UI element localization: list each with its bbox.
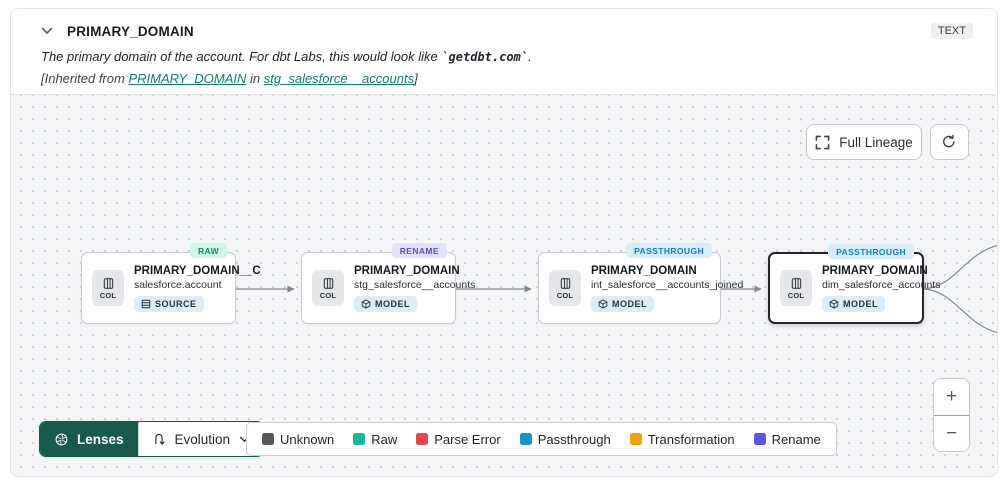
- zoom-controls: + −: [933, 378, 970, 452]
- legend-swatch: [416, 433, 429, 445]
- column-icon: [323, 277, 333, 289]
- node-lens-tag: RENAME: [391, 243, 447, 259]
- lenses-label: Lenses: [77, 431, 124, 447]
- node-type-badge: SOURCE: [134, 295, 204, 312]
- description-code: `getdbt.com`: [441, 50, 529, 64]
- refresh-icon: [943, 134, 955, 147]
- lens-legend: Unknown Raw Parse Error Passthrough Tran…: [246, 422, 837, 456]
- column-chip: COL: [92, 270, 124, 306]
- legend-label: Raw: [371, 431, 398, 447]
- column-icon: [791, 277, 801, 289]
- lineage-node-int-salesforce-accounts-joined[interactable]: PASSTHROUGH COL PRIMARY_DOMAIN int_sales…: [538, 243, 744, 324]
- inherited-suffix: ]: [414, 71, 418, 86]
- lenses-control: Lenses Evolution: [39, 421, 265, 457]
- expand-brackets-icon: [815, 135, 830, 149]
- full-lineage-button[interactable]: Full Lineage: [806, 124, 922, 160]
- evolution-icon: [154, 433, 165, 445]
- model-icon: [598, 298, 608, 309]
- node-column-name: PRIMARY_DOMAIN: [591, 264, 697, 277]
- legend-swatch: [753, 433, 766, 445]
- node-model-name: salesforce.account: [134, 278, 222, 291]
- node-type-label: MODEL: [843, 298, 878, 309]
- node-type-badge: MODEL: [822, 295, 885, 312]
- legend-item: Unknown: [262, 432, 334, 447]
- inherited-mid: in: [246, 71, 264, 86]
- node-type-badge: MODEL: [354, 295, 417, 312]
- inherited-prefix: [Inherited from: [41, 71, 129, 86]
- node-type-label: MODEL: [612, 298, 647, 309]
- legend-swatch: [262, 433, 274, 445]
- column-details-header: PRIMARY_DOMAIN TEXT The primary domain o…: [11, 9, 997, 94]
- inherited-note: [Inherited from PRIMARY_DOMAIN in stg_sa…: [41, 71, 973, 86]
- inherited-model-link[interactable]: stg_salesforce__accounts: [263, 71, 415, 86]
- legend-item: Transformation: [629, 431, 735, 447]
- lens-select-dropdown[interactable]: Evolution: [137, 422, 264, 456]
- node-model-name: int_salesforce__accounts_joined: [591, 278, 744, 291]
- legend-item: Parse Error: [416, 431, 501, 447]
- legend-swatch: [519, 433, 532, 445]
- node-column-name: PRIMARY_DOMAIN: [822, 264, 928, 277]
- full-lineage-label: Full Lineage: [839, 134, 913, 150]
- column-icon: [103, 277, 113, 289]
- legend-item: Rename: [753, 431, 821, 447]
- lineage-canvas[interactable]: Full Lineage RAW COL PRIMARY_DOMAIN__C s…: [11, 94, 997, 476]
- column-title: PRIMARY_DOMAIN: [67, 23, 194, 39]
- legend-label: Passthrough: [537, 431, 611, 447]
- column-icon: [560, 277, 570, 289]
- node-lens-tag: PASSTHROUGH: [828, 244, 914, 260]
- node-model-name: dim_salesforce_accounts: [822, 278, 941, 291]
- inherited-column-link[interactable]: PRIMARY_DOMAIN: [128, 71, 247, 86]
- lens-aperture-icon: [55, 433, 68, 445]
- lineage-node-dim-salesforce-accounts[interactable]: PASSTHROUGH COL PRIMARY_DOMAIN dim_sales…: [768, 244, 941, 324]
- legend-label: Unknown: [280, 431, 335, 447]
- column-description: The primary domain of the account. For d…: [41, 49, 973, 64]
- legend-label: Rename: [771, 431, 821, 447]
- node-lens-tag: PASSTHROUGH: [626, 243, 712, 259]
- description-text: The primary domain of the account. For d…: [41, 49, 442, 64]
- node-lens-tag: RAW: [189, 243, 227, 259]
- column-chip: COL: [312, 270, 344, 306]
- source-icon: [141, 299, 151, 308]
- column-chip: COL: [780, 270, 812, 306]
- col-label: COL: [556, 290, 574, 300]
- legend-item: Passthrough: [519, 431, 611, 447]
- model-icon: [361, 298, 371, 309]
- column-type-badge: TEXT: [930, 23, 973, 39]
- legend-label: Parse Error: [434, 431, 501, 447]
- refresh-button[interactable]: [930, 124, 969, 160]
- legend-label: Transformation: [647, 431, 735, 447]
- node-type-label: SOURCE: [155, 298, 197, 309]
- col-label: COL: [319, 290, 337, 300]
- description-period: .: [528, 49, 532, 64]
- collapse-chevron-icon[interactable]: [41, 27, 53, 35]
- lens-selected-label: Evolution: [174, 431, 231, 447]
- model-icon: [829, 298, 839, 309]
- zoom-in-button[interactable]: +: [934, 379, 969, 416]
- lenses-button[interactable]: Lenses: [40, 422, 138, 456]
- legend-swatch: [353, 433, 366, 445]
- legend-item: Raw: [353, 432, 397, 447]
- legend-swatch: [629, 433, 642, 445]
- column-chip: COL: [549, 270, 581, 306]
- node-column-name: PRIMARY_DOMAIN: [354, 264, 460, 277]
- zoom-out-button[interactable]: −: [934, 415, 969, 451]
- node-column-name: PRIMARY_DOMAIN__C: [134, 264, 261, 277]
- col-label: COL: [787, 290, 805, 300]
- node-type-badge: MODEL: [591, 295, 654, 312]
- node-model-name: stg_salesforce__accounts: [354, 278, 476, 291]
- lineage-node-stg-salesforce-accounts[interactable]: RENAME COL PRIMARY_DOMAIN stg_salesforce…: [301, 243, 476, 324]
- lineage-node-salesforce-account[interactable]: RAW COL PRIMARY_DOMAIN__C salesforce.acc…: [81, 243, 261, 324]
- node-type-label: MODEL: [375, 298, 410, 309]
- lineage-card: PRIMARY_DOMAIN TEXT The primary domain o…: [10, 8, 998, 477]
- col-label: COL: [99, 290, 117, 300]
